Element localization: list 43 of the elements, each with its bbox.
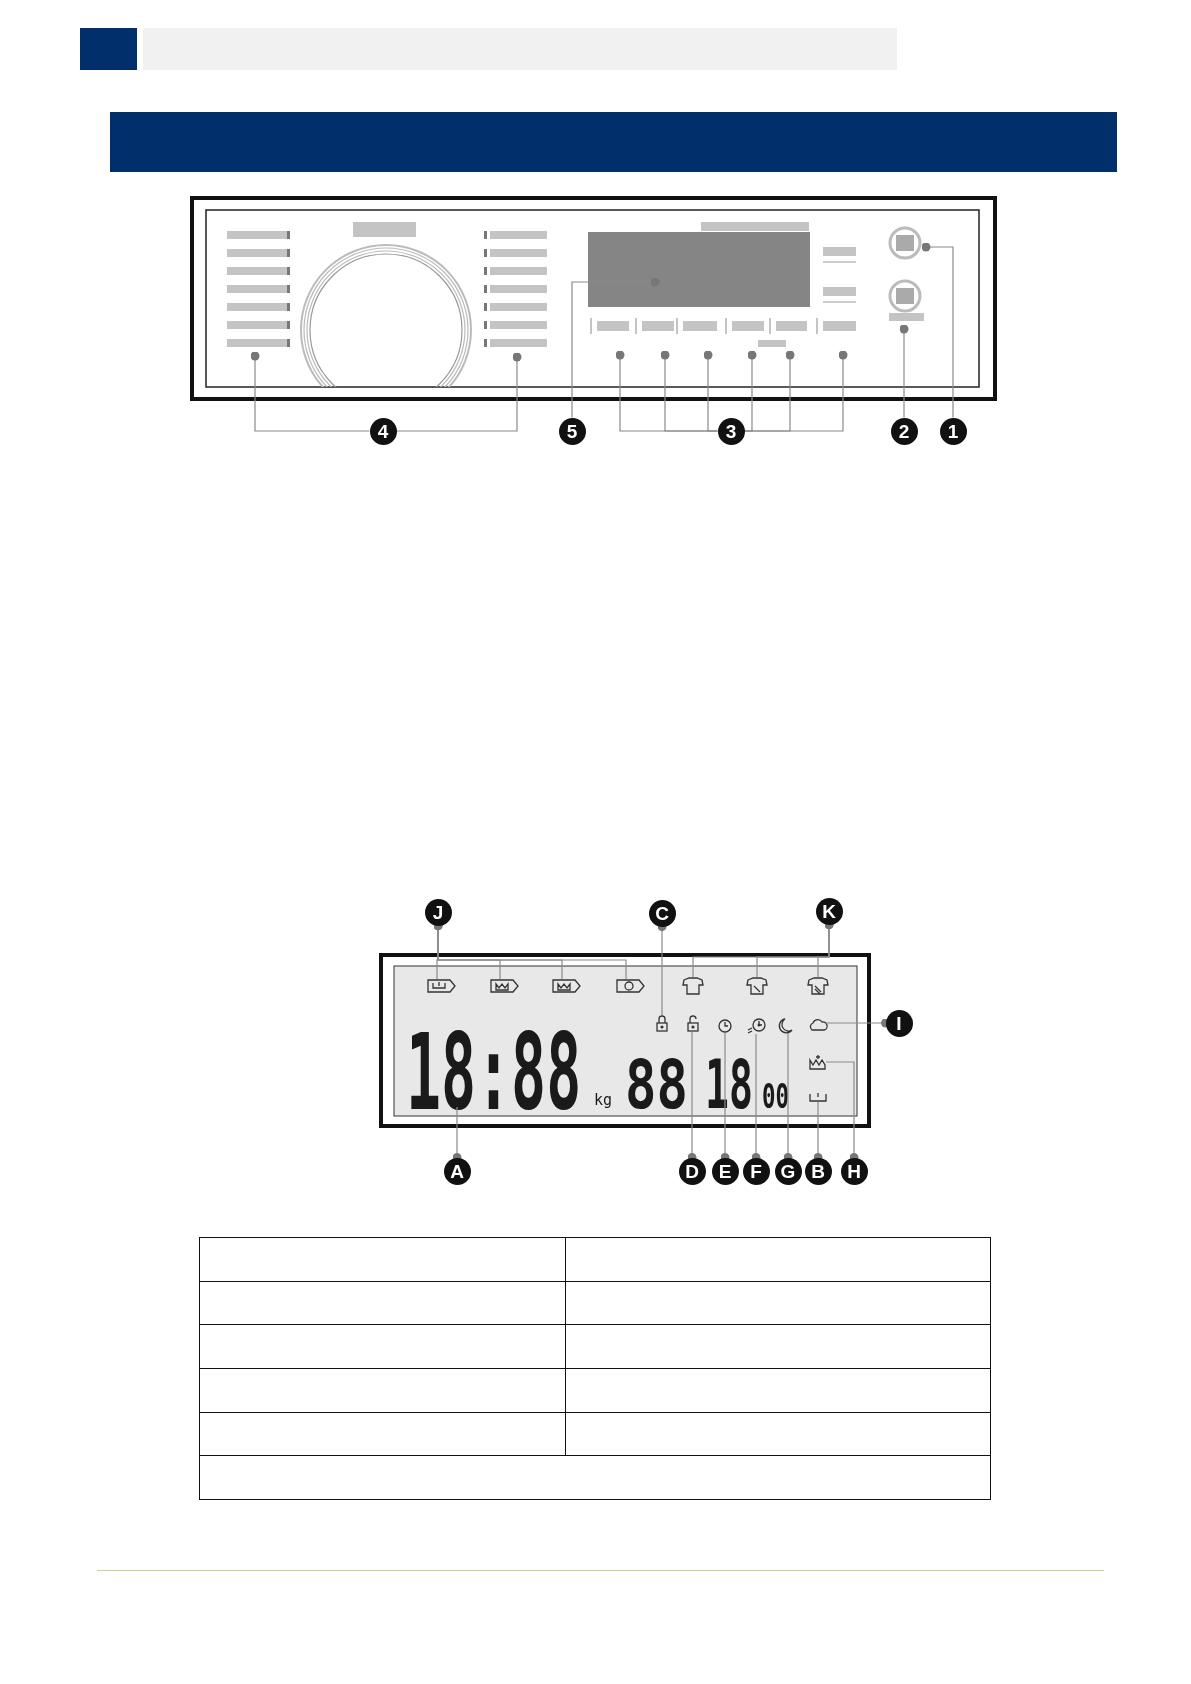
- tub-icon: [490, 979, 519, 993]
- callout-number: 5: [558, 417, 586, 445]
- leader-line: [395, 352, 522, 432]
- segment-digits: 00: [762, 1079, 789, 1113]
- shirt-icon: [807, 977, 829, 995]
- callout-number: 3: [717, 417, 745, 445]
- segment-digits: 88: [625, 1051, 688, 1119]
- tub-icon: [616, 979, 645, 993]
- shirt-icon: [746, 977, 768, 995]
- tub-icon: [427, 979, 456, 993]
- leader-line: [899, 324, 909, 419]
- unit-label: kg: [594, 1093, 613, 1108]
- callout-letter: A: [443, 1157, 471, 1185]
- leader-line: [743, 350, 848, 432]
- callout-letter: C: [648, 899, 676, 927]
- callout-letter: I: [885, 1009, 913, 1037]
- callout-letter: J: [424, 898, 452, 926]
- leader-line: [921, 242, 954, 419]
- callout-letter: G: [774, 1157, 802, 1185]
- leader-line: [571, 277, 660, 419]
- callout-letter: K: [815, 897, 843, 925]
- moon-icon: [778, 1018, 793, 1034]
- callout-letter: F: [742, 1157, 770, 1185]
- callout-letter: D: [678, 1157, 706, 1185]
- callout-number: 4: [369, 417, 397, 445]
- callout-number: 2: [890, 417, 918, 445]
- clock-icon: [718, 1019, 732, 1033]
- callout-letter: B: [804, 1157, 832, 1185]
- segment-digits: 18: [705, 1051, 753, 1119]
- lock-icon: [656, 1015, 668, 1032]
- leader-line: [250, 351, 371, 432]
- crown-icon: [809, 1054, 826, 1070]
- tub-icon: [552, 979, 581, 993]
- callout-letter: E: [711, 1157, 739, 1185]
- callout-letter: H: [840, 1157, 868, 1185]
- leader-line: [703, 350, 719, 432]
- cloud-icon: [809, 1018, 828, 1031]
- segment-digits: 18:88: [406, 1020, 582, 1126]
- callout-number: 1: [939, 417, 967, 445]
- shirt-icon: [682, 977, 704, 995]
- unlock-icon: [687, 1015, 699, 1032]
- tub-icon: [809, 1092, 827, 1102]
- clock-icon: [747, 1018, 766, 1034]
